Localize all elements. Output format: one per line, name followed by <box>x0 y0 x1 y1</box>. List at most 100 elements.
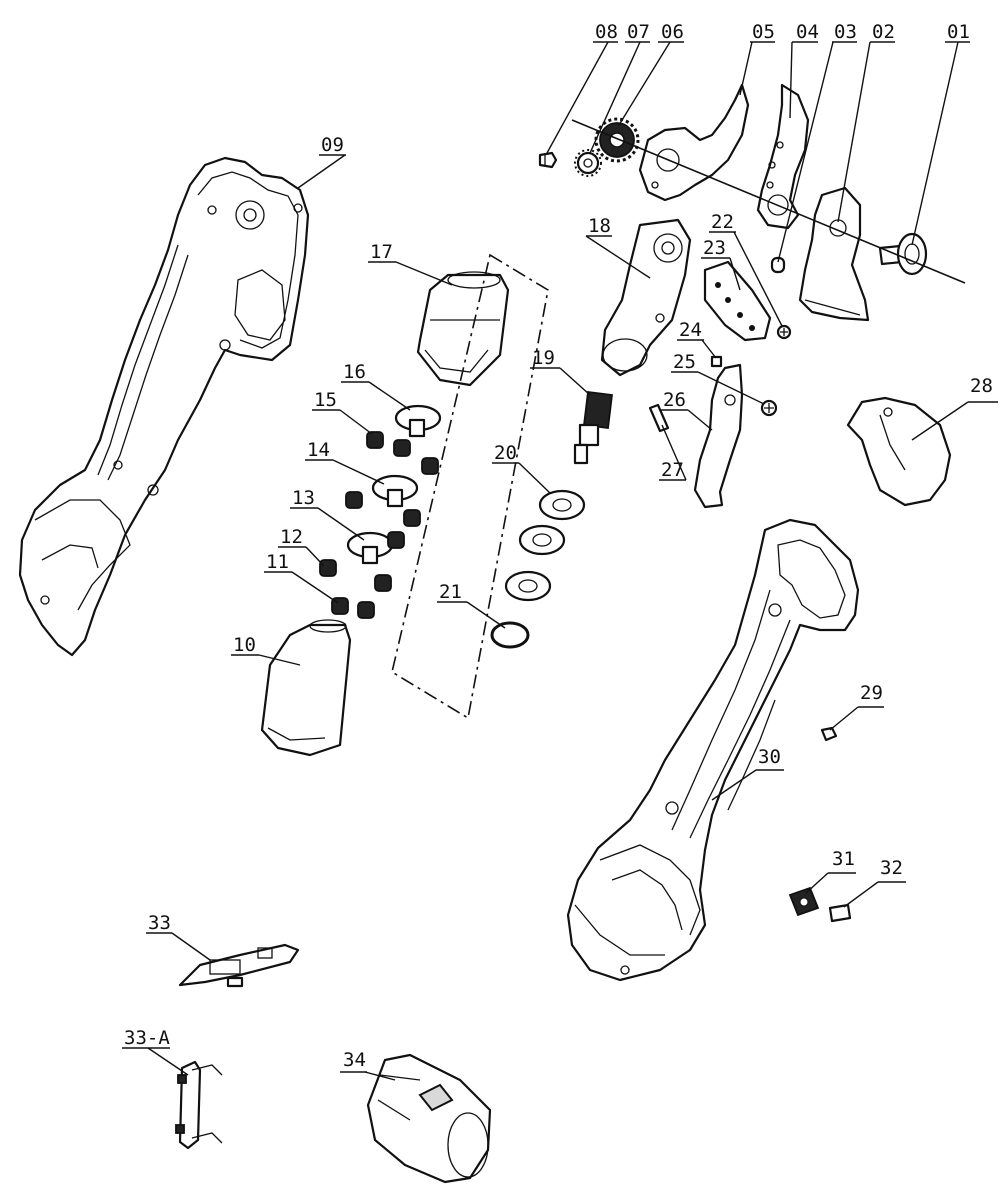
callout-08-text: 08 <box>595 21 618 43</box>
part-33a-battery-terminal <box>175 1060 223 1150</box>
callout-11: 11 <box>264 551 292 573</box>
callout-22: 22 <box>709 211 736 233</box>
part-08-screw <box>538 151 558 169</box>
part-18-gear-housing <box>600 218 692 377</box>
part-33-control-board <box>178 943 300 988</box>
callout-17: 17 <box>368 241 396 263</box>
callout-12-text: 12 <box>280 526 303 548</box>
callout-08: 08 <box>593 21 618 43</box>
blade-assembly-axis <box>571 119 966 284</box>
part-13-carrier <box>346 531 394 565</box>
callout-27: 27 <box>659 459 686 481</box>
callout-26-text: 26 <box>663 389 686 411</box>
callout-07-text: 07 <box>627 21 650 43</box>
callout-27-text: 27 <box>661 459 684 481</box>
part-19-pinion <box>573 390 614 465</box>
callout-24: 24 <box>677 319 704 341</box>
callout-06: 06 <box>658 21 684 43</box>
callout-30-text: 30 <box>758 746 781 768</box>
callout-02-text: 02 <box>872 21 895 43</box>
part-31-square-nut <box>788 886 820 917</box>
callout-01: 01 <box>945 21 970 43</box>
callout-20-text: 20 <box>494 442 517 464</box>
callout-11-text: 11 <box>266 551 289 573</box>
part-25-screw <box>760 399 778 417</box>
planet-gears <box>319 431 439 619</box>
callout-25-text: 25 <box>673 351 696 373</box>
callout-24-text: 24 <box>679 319 702 341</box>
callout-15-text: 15 <box>314 389 337 411</box>
part-17-motor-sleeve <box>416 271 510 387</box>
part-04-upper-blade <box>756 83 810 230</box>
callout-09: 09 <box>319 134 346 156</box>
part-09-left-housing <box>18 156 310 657</box>
callout-16-text: 16 <box>343 361 366 383</box>
callout-19: 19 <box>530 347 560 369</box>
callout-09-text: 09 <box>321 134 344 156</box>
part-01-pivot-bolt <box>878 232 928 276</box>
callout-05: 05 <box>750 21 775 43</box>
callout-labels: 01 02 03 04 05 06 07 08 09 10 11 12 13 1… <box>122 21 998 1073</box>
part-32-pad <box>828 903 852 923</box>
callout-33a-text: 33-A <box>124 1027 170 1049</box>
callout-34: 34 <box>340 1049 367 1073</box>
callout-17-text: 17 <box>370 241 393 263</box>
callout-03: 03 <box>832 21 857 43</box>
part-29-screw <box>820 726 838 742</box>
callout-21-text: 21 <box>439 581 462 603</box>
callout-10-text: 10 <box>233 634 256 656</box>
part-23-sensor-board <box>703 260 772 342</box>
callout-07: 07 <box>625 21 650 43</box>
callout-14-text: 14 <box>307 439 330 461</box>
callout-28-text: 28 <box>970 375 993 397</box>
callout-31: 31 <box>828 848 856 874</box>
callout-05-text: 05 <box>752 21 775 43</box>
callout-32: 32 <box>878 857 906 883</box>
callout-33-a: 33-A <box>122 1027 170 1049</box>
callout-25: 25 <box>671 351 698 373</box>
callout-23: 23 <box>701 237 730 259</box>
callout-02: 02 <box>870 21 895 43</box>
callout-04-text: 04 <box>796 21 819 43</box>
callout-32-text: 32 <box>880 857 903 879</box>
part-14-carrier <box>371 474 419 508</box>
callout-29-text: 29 <box>860 682 883 704</box>
part-06-gear <box>594 117 640 163</box>
callout-13: 13 <box>290 487 318 509</box>
callout-18-text: 18 <box>588 215 611 237</box>
callout-15: 15 <box>312 389 340 411</box>
part-22-screw <box>776 324 792 340</box>
callout-31-text: 31 <box>832 848 855 870</box>
leader-lines <box>147 41 969 1081</box>
callout-26: 26 <box>661 389 688 411</box>
callout-16: 16 <box>341 361 369 383</box>
callout-04: 04 <box>792 21 819 43</box>
part-34-battery <box>366 1053 492 1184</box>
callout-13-text: 13 <box>292 487 315 509</box>
callout-34-text: 34 <box>343 1049 366 1071</box>
callout-06-text: 06 <box>661 21 684 43</box>
part-16-carrier <box>394 404 442 438</box>
callout-14: 14 <box>305 439 333 461</box>
part-21-circlip <box>490 621 530 649</box>
callout-22-text: 22 <box>711 211 734 233</box>
part-10-motor <box>260 619 352 757</box>
callout-12: 12 <box>278 526 306 548</box>
part-02-support-plate <box>798 186 870 322</box>
callout-01-text: 01 <box>947 21 970 43</box>
callout-03-text: 03 <box>834 21 857 43</box>
callout-18: 18 <box>586 215 612 237</box>
callout-28: 28 <box>968 375 998 403</box>
part-24-magnet <box>710 355 723 368</box>
callout-30: 30 <box>756 746 784 771</box>
part-28-side-cover <box>846 396 952 507</box>
callout-19-text: 19 <box>532 347 555 369</box>
callout-23-text: 23 <box>703 237 726 259</box>
callout-33-text: 33 <box>148 912 171 934</box>
part-20-bearings <box>504 489 586 602</box>
part-27-trigger-pin <box>648 403 670 433</box>
part-26-trigger <box>693 363 744 509</box>
part-03-pin <box>770 256 786 274</box>
part-05-hook-blade <box>638 83 750 202</box>
